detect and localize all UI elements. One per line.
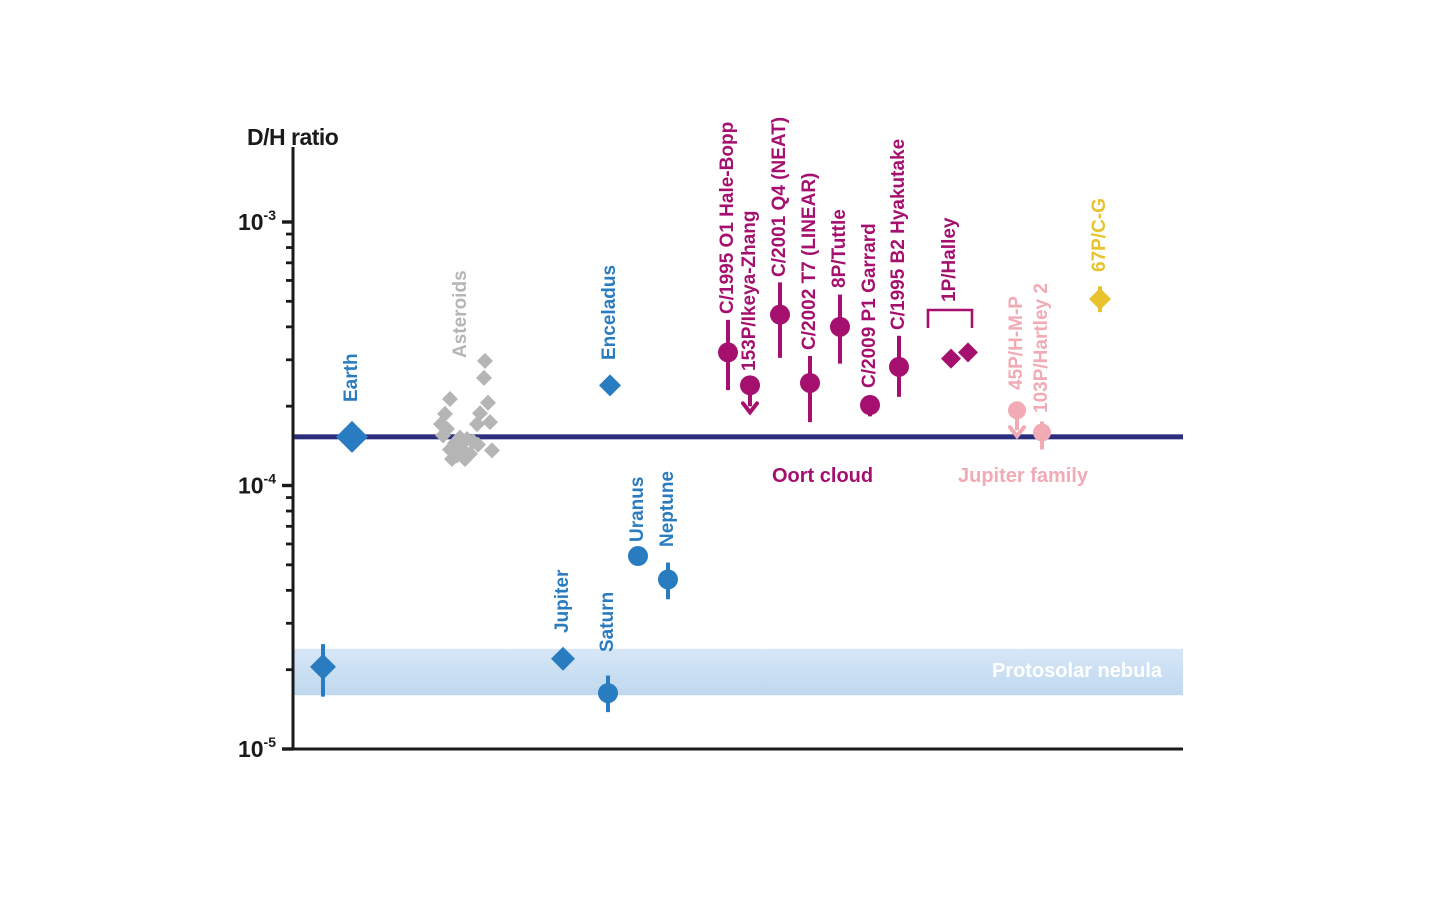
y-axis-tick-label: 10-5 xyxy=(238,734,276,762)
point-asteroids-point xyxy=(477,352,493,369)
earth-reference-line xyxy=(293,434,1183,440)
point-c-2009-p1-garrard xyxy=(860,395,880,416)
point-asteroids-point xyxy=(470,436,486,453)
label-103p-hartley-2: 103P/Hartley 2 xyxy=(1031,283,1052,413)
label-neptune: Neptune xyxy=(657,471,678,547)
point-protosolar-nebula-measurement xyxy=(310,653,336,680)
point-8p-tuttle xyxy=(830,316,850,337)
label-c-2001-q4-neat: C/2001 Q4 (NEAT) xyxy=(769,117,790,277)
label-c-1995-o1-hale-bopp: C/1995 O1 Hale-Bopp xyxy=(717,122,738,314)
label-67p-c-g: 67P/C-G xyxy=(1089,198,1110,272)
protosolar-nebula-band xyxy=(293,648,1183,696)
y-axis-tick-label: 10-4 xyxy=(238,471,276,499)
point-uranus xyxy=(628,546,648,567)
point-asteroids-point xyxy=(444,451,460,468)
point-asteroids-point xyxy=(435,427,451,444)
label-153p-ikeya-zhang: 153P/Ikeya-Zhang xyxy=(739,210,760,371)
point-1p-halley-b xyxy=(958,342,978,363)
point-67p-c-g xyxy=(1089,288,1111,311)
label-c-2009-p1-garrard: C/2009 P1 Garrard xyxy=(859,223,880,388)
x-axis xyxy=(291,747,1183,751)
point-asteroids-point xyxy=(480,394,496,411)
label-c-2002-t7-linear: C/2002 T7 (LINEAR) xyxy=(799,173,820,350)
point-neptune xyxy=(658,569,678,590)
point-asteroids-point xyxy=(442,390,458,407)
label-45p-h-m-p: 45P/H-M-P xyxy=(1006,296,1027,390)
point-153p-ikeya-zhang xyxy=(740,375,760,396)
protosolar-nebula-band-label: Protosolar nebula xyxy=(991,660,1162,682)
point-c-1995-o1-hale-bopp xyxy=(718,342,738,363)
point-1p-halley xyxy=(941,348,961,369)
label-earth: Earth xyxy=(341,353,362,402)
y-axis-tick-label: 10-3 xyxy=(238,207,276,235)
point-asteroids-point xyxy=(484,442,500,459)
jupiter-family-group-label: Jupiter family xyxy=(958,465,1089,487)
halley-bracket xyxy=(926,308,974,328)
point-c-1995-b2-hyakutake xyxy=(889,356,909,377)
153p-ikeya-zhang-upper-limit-arrow xyxy=(741,401,759,416)
label-uranus: Uranus xyxy=(627,477,648,542)
label-c-1995-b2-hyakutake: C/1995 B2 Hyakutake xyxy=(888,139,909,330)
label-1p-halley: 1P/Halley xyxy=(939,217,960,302)
point-asteroids-point xyxy=(457,451,473,468)
label-saturn: Saturn xyxy=(597,592,618,652)
oort-cloud-group-label: Oort cloud xyxy=(772,465,874,487)
point-saturn xyxy=(598,683,618,704)
point-c-2001-q4-neat xyxy=(770,304,790,325)
point-103p-hartley-2 xyxy=(1033,423,1051,442)
label-asteroids: Asteroids xyxy=(450,270,471,358)
point-45p-h-m-p xyxy=(1008,401,1026,420)
label-jupiter: Jupiter xyxy=(552,569,573,633)
point-enceladus xyxy=(599,374,621,397)
label-8p-tuttle: 8P/Tuttle xyxy=(829,209,850,288)
point-asteroids-point xyxy=(482,414,498,431)
chart-title: D/H ratio xyxy=(247,124,339,150)
point-c-2002-t7-linear xyxy=(800,372,820,393)
45p-h-m-p-upper-limit-arrow xyxy=(1008,425,1026,440)
point-asteroids-point xyxy=(469,416,485,433)
point-jupiter xyxy=(551,646,575,671)
point-earth xyxy=(336,420,368,453)
point-asteroids-point xyxy=(476,369,492,386)
label-enceladus: Enceladus xyxy=(599,265,620,360)
y-axis xyxy=(291,147,295,751)
